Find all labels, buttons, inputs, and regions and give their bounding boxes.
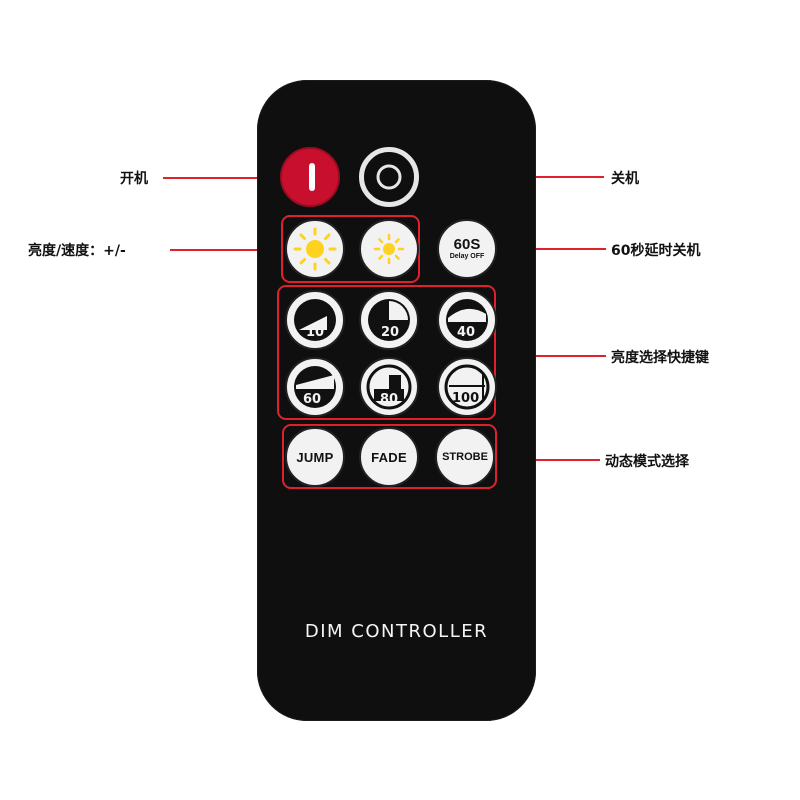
brightness-40-label: 40 <box>457 325 476 340</box>
brightness-100-label: 100 <box>452 391 480 406</box>
callout-line-brightness-speed <box>170 249 284 251</box>
callout-brightness-speed: 亮度/速度：+/- <box>28 243 126 259</box>
strobe-button[interactable]: STROBE <box>435 427 495 487</box>
delay-off-button[interactable]: 60S Delay OFF <box>437 219 497 279</box>
power-on-icon <box>309 163 315 191</box>
sun-small-icon <box>373 233 405 265</box>
brightness-80-label: 80 <box>380 392 399 407</box>
brightness-60-button[interactable]: 60 <box>285 357 345 417</box>
callout-line-dynamic-modes <box>496 459 600 461</box>
highlight-brightness-shortcuts <box>277 285 496 420</box>
brightness-100-button[interactable]: 100 <box>437 357 497 417</box>
jump-button[interactable]: JUMP <box>285 427 345 487</box>
brightness-80-button[interactable]: 80 <box>359 357 419 417</box>
brightness-10-button[interactable]: 10 <box>285 290 345 350</box>
delay-off-main-label: 60S <box>453 235 481 253</box>
level-40-icon <box>446 299 488 341</box>
callout-delay-off: 60秒延时关机 <box>611 243 701 259</box>
level-10-icon <box>294 299 336 341</box>
brightness-20-button[interactable]: 20 <box>359 290 419 350</box>
jump-label: JUMP <box>296 449 334 465</box>
power-on-button[interactable] <box>280 147 340 207</box>
brand-label: DIM CONTROLLER <box>304 621 489 642</box>
brightness-down-button[interactable] <box>359 219 419 279</box>
sun-large-icon <box>293 227 337 271</box>
brightness-up-button[interactable] <box>285 219 345 279</box>
callout-line-power-on <box>163 177 280 179</box>
brightness-10-label: 10 <box>306 325 325 340</box>
delay-off-sub-label: Delay OFF <box>449 252 485 260</box>
level-80-icon <box>366 364 412 410</box>
fade-button[interactable]: FADE <box>359 427 419 487</box>
callout-dynamic-modes: 动态模式选择 <box>605 454 689 470</box>
highlight-dynamic-modes <box>282 424 497 489</box>
strobe-label: STROBE <box>442 451 488 463</box>
level-100-icon <box>444 364 490 410</box>
power-off-button[interactable] <box>359 147 419 207</box>
callout-power-on: 开机 <box>120 171 148 187</box>
callout-power-off: 关机 <box>611 171 639 187</box>
brightness-20-label: 20 <box>381 325 400 340</box>
brightness-60-label: 60 <box>303 392 322 407</box>
callout-line-delay-off <box>498 248 606 250</box>
highlight-brightness-speed <box>281 215 420 283</box>
power-off-icon <box>376 164 402 190</box>
brightness-40-button[interactable]: 40 <box>437 290 497 350</box>
level-60-icon <box>294 366 336 408</box>
fade-label: FADE <box>371 449 407 465</box>
callout-brightness-shortcuts: 亮度选择快捷键 <box>611 350 709 366</box>
callout-line-brightness-shortcuts <box>496 355 606 357</box>
level-20-icon <box>368 299 410 341</box>
